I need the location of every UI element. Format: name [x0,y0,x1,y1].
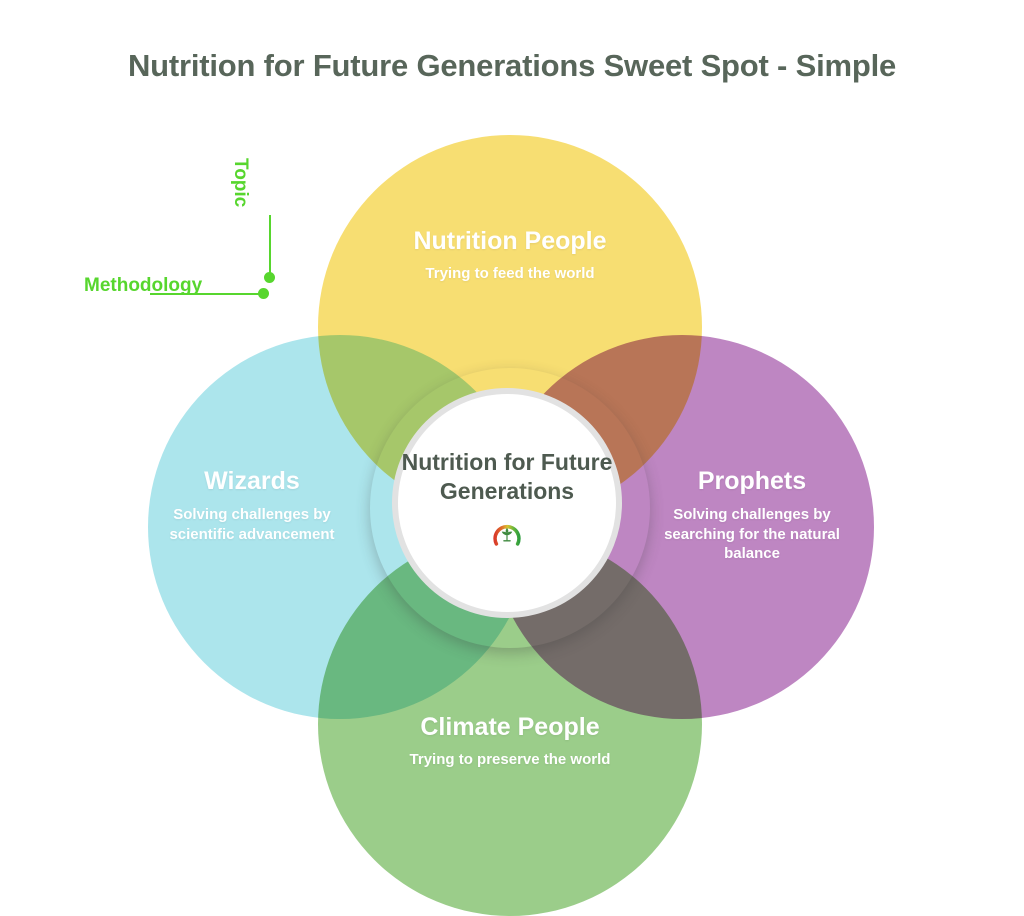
venn-label-subtitle: Solving challenges by searching for the … [664,506,840,562]
venn-label-title: Nutrition People [413,227,607,255]
annotation-label-topic: Topic [230,158,251,208]
venn-label-subtitle: Trying to preserve the world [409,751,611,768]
plant-gauge-logo-icon [490,518,524,552]
venn-label-wizards: Wizards Solving challenges by scientific… [152,466,352,544]
annotation-label-methodology: Methodology [84,275,203,296]
venn-center-hub[interactable]: Nutrition for Future Generations [370,368,650,648]
annotation-leader-line-topic [269,215,271,280]
center-disc: Nutrition for Future Generations [392,388,622,618]
venn-label-title: Climate People [420,713,600,741]
venn-label-prophets: Prophets Solving challenges by searching… [652,466,852,564]
page-title: Nutrition for Future Generations Sweet S… [127,48,897,83]
venn-label-title: Wizards [204,467,300,495]
venn-label-subtitle: Solving challenges by scientific advance… [169,506,335,543]
venn-label-subtitle: Trying to feed the world [425,265,595,282]
annotation-dot-methodology [258,288,269,299]
annotation-dot-topic [264,272,275,283]
center-title: Nutrition for Future Generations [401,448,613,504]
venn-label-nutrition-people: Nutrition People Trying to feed the worl… [335,226,685,284]
venn-label-climate-people: Climate People Trying to preserve the wo… [335,712,685,770]
venn-label-title: Prophets [697,467,807,495]
annotation-leader-line-methodology [150,293,260,295]
